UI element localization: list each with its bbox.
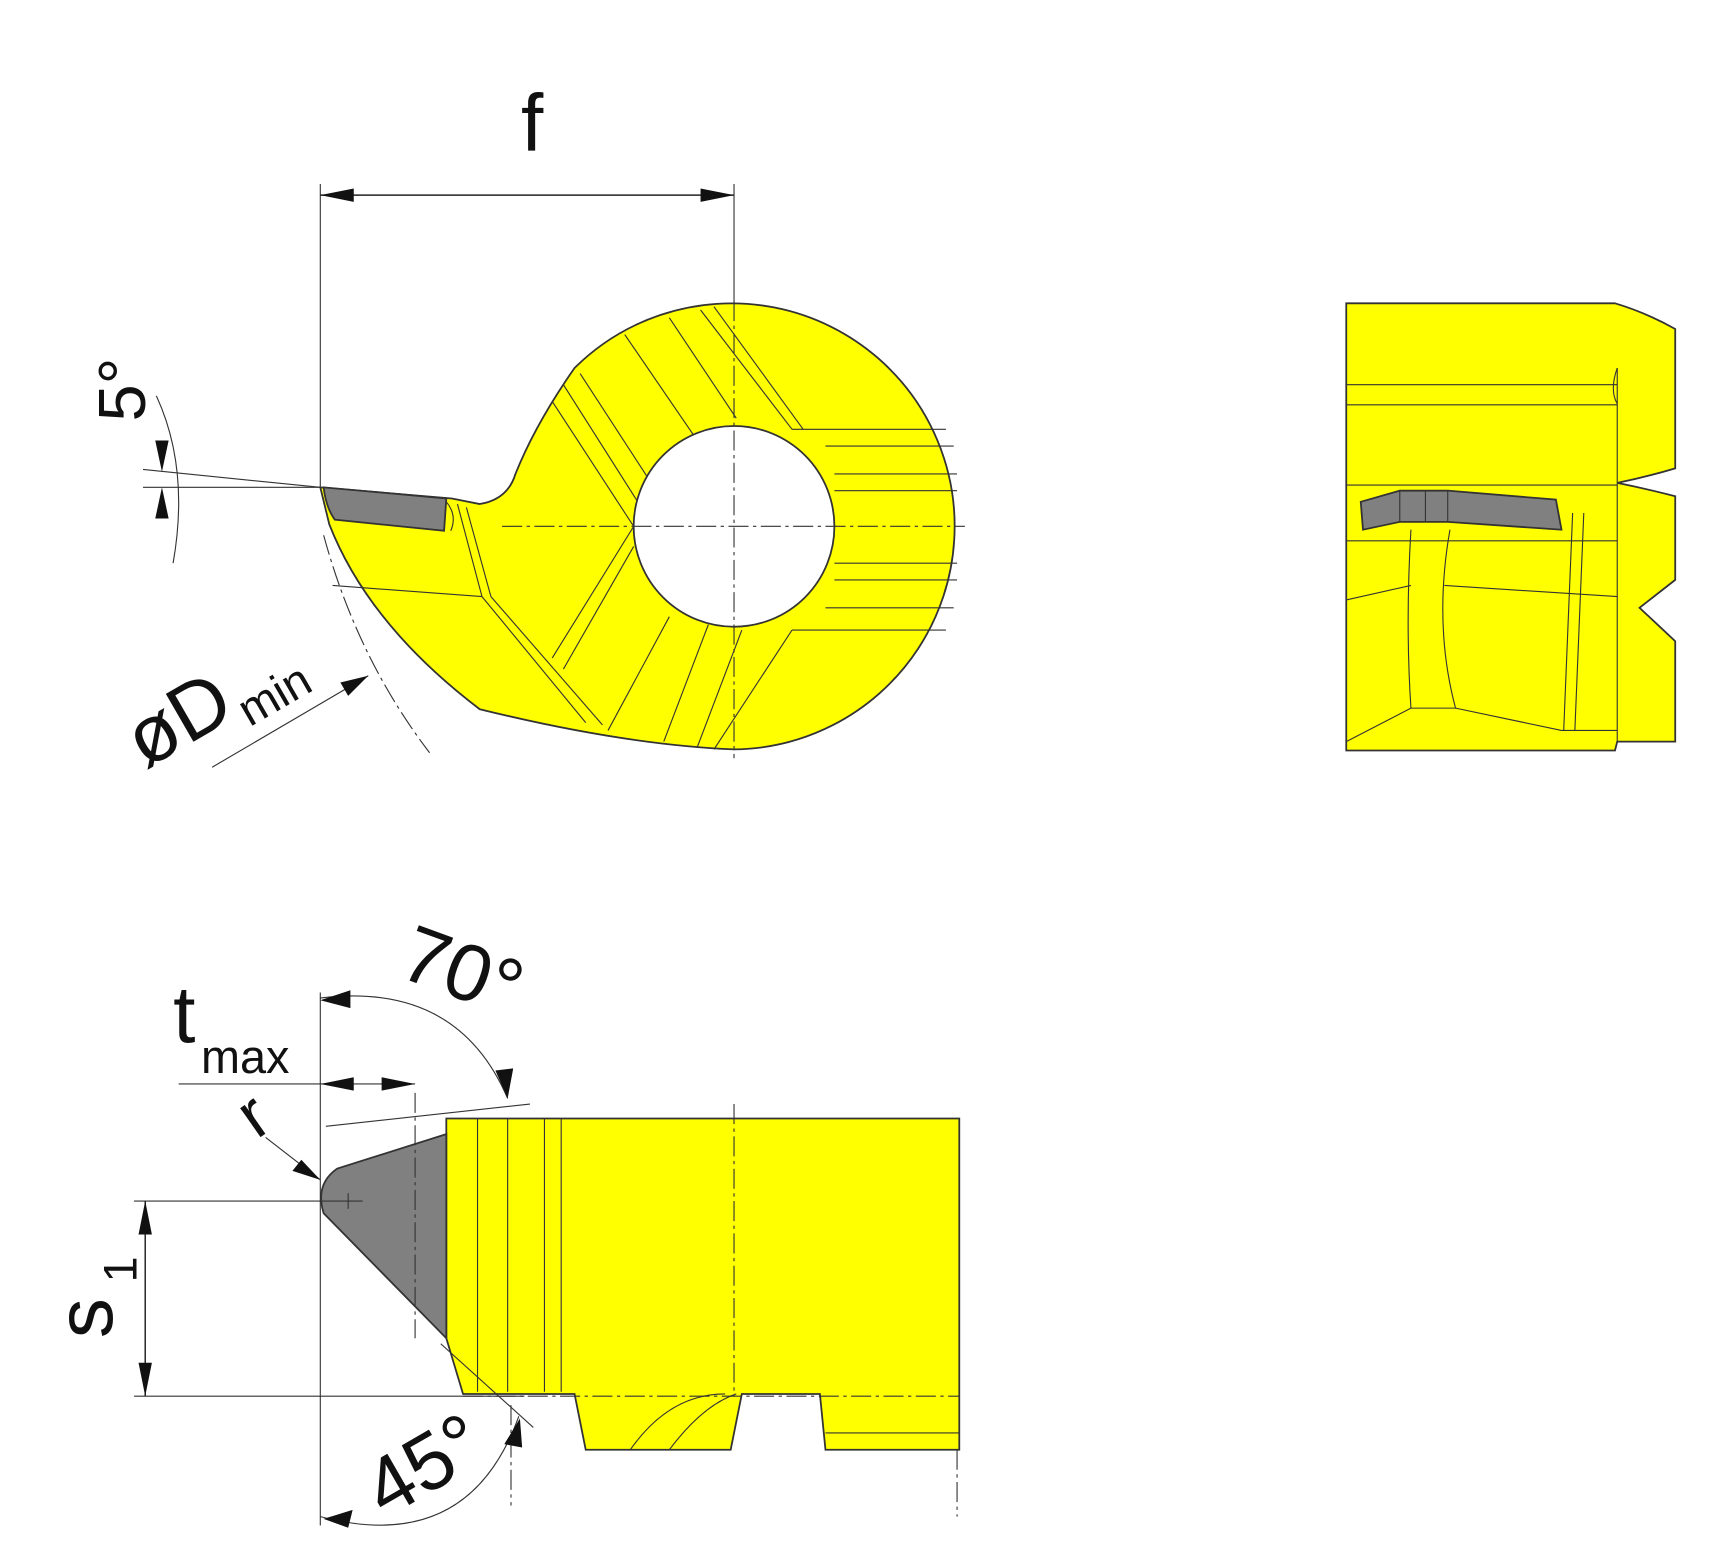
cutting-insert-side: [1359, 489, 1563, 531]
cutting-edge-top: [320, 1132, 448, 1341]
tmax-label: t: [173, 971, 195, 1061]
radius-label: r: [222, 1078, 283, 1152]
angle-45-label: 45°: [349, 1396, 499, 1535]
angle-70-arc: [320, 995, 509, 1099]
angle-70-label: 70°: [390, 908, 535, 1034]
cutting-insert-tip: [322, 486, 448, 532]
f-label: f: [521, 79, 544, 169]
top-view: 70° t max r s 1 45°: [40, 908, 961, 1535]
tmax-subscript: max: [201, 1031, 289, 1083]
s1-subscript: 1: [94, 1256, 146, 1282]
angle-5-label: 5°: [85, 358, 160, 422]
insert-body-top: [445, 1117, 961, 1451]
s1-label: s: [40, 1298, 130, 1338]
angle-45-arc: [320, 1416, 520, 1526]
dmin-subscript: min: [229, 653, 320, 736]
facet-lines: [332, 306, 958, 750]
dmin-label: øD: [109, 654, 247, 785]
dmin-arc: [323, 535, 431, 754]
front-view: f 5° øD min: [85, 79, 965, 785]
side-view: [1345, 302, 1677, 752]
